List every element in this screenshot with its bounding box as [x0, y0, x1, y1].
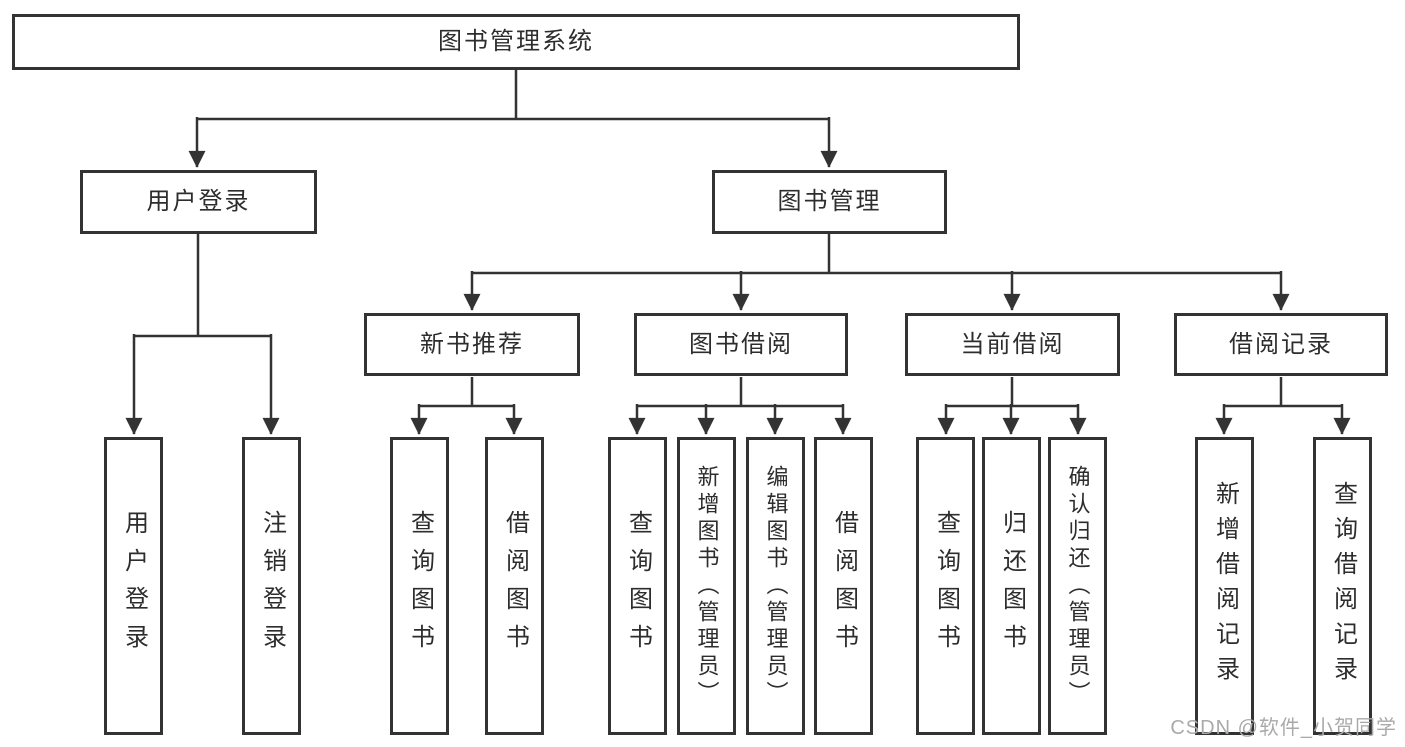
- node-book-borrowing: 图书借阅: [634, 313, 848, 376]
- node-library-management-system: 图书管理系统: [12, 14, 1020, 70]
- node-book-management: 图书管理: [712, 170, 947, 234]
- leaf-query-books-current: 查询图书: [916, 437, 975, 735]
- leaf-add-books-admin: 新增图书（管理员）: [677, 437, 736, 735]
- leaf-edit-books-admin: 编辑图书（管理员）: [746, 437, 805, 735]
- connector-current-borrowing-to-leaves: [937, 377, 1087, 435]
- node-borrowing-records: 借阅记录: [1174, 313, 1388, 376]
- leaf-user-login: 用户登录: [104, 437, 163, 735]
- leaf-confirm-return-admin: 确认归还（管理员）: [1048, 437, 1107, 735]
- leaf-add-borrow-record: 新增借阅记录: [1195, 437, 1254, 735]
- node-current-borrowing: 当前借阅: [905, 313, 1120, 376]
- leaf-query-books-borrowing: 查询图书: [608, 437, 667, 735]
- node-new-book-recommendation: 新书推荐: [364, 313, 580, 376]
- connector-new-book-recommendation-to-leaves: [410, 377, 523, 435]
- leaf-return-books: 归还图书: [982, 437, 1041, 735]
- leaf-query-books-recommend: 查询图书: [390, 437, 449, 735]
- connector-borrowing-records-to-leaves: [1215, 377, 1351, 435]
- leaf-borrow-books-borrowing: 借阅图书: [814, 437, 873, 735]
- node-user-login: 用户登录: [80, 170, 317, 234]
- connector-root-to-level2: [188, 70, 838, 168]
- connector-book-management-to-level3: [463, 234, 1290, 311]
- csdn-watermark: CSDN @软件_小贺同学: [1170, 717, 1397, 739]
- leaf-logout: 注销登录: [242, 437, 301, 735]
- leaf-query-borrow-record: 查询借阅记录: [1313, 437, 1372, 735]
- connector-book-borrowing-to-leaves: [628, 377, 852, 435]
- connector-user-login-to-leaves: [125, 234, 280, 435]
- leaf-borrow-books-recommend: 借阅图书: [485, 437, 544, 735]
